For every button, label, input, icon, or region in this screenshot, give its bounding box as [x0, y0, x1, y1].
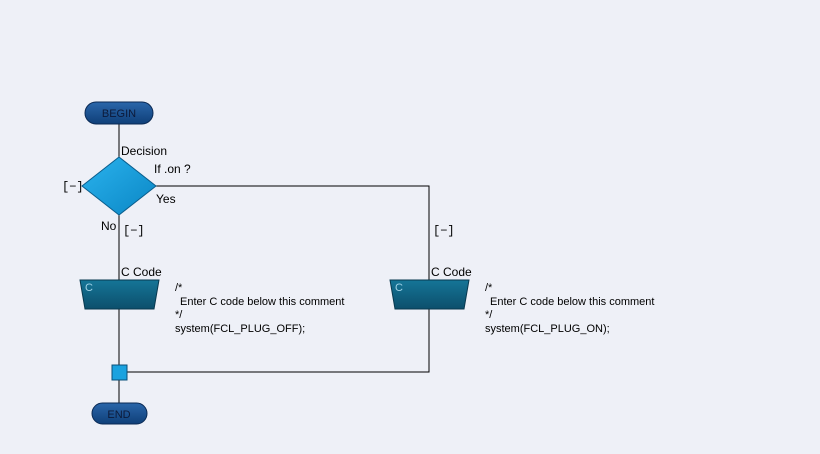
decision-title: Decision — [121, 144, 167, 158]
no-branch-block-label: C — [85, 282, 93, 294]
yes-branch-block-label: C — [395, 282, 403, 294]
no-branch-code-line: Enter C code below this comment — [180, 296, 344, 308]
no-branch-c-code-block[interactable]: C — [79, 279, 160, 310]
yes-branch-code-text: /* Enter C code below this comment */ sy… — [485, 282, 654, 335]
no-branch-code-line: system(FCL_PLUG_OFF); — [175, 323, 305, 335]
yes-branch-c-code-block[interactable]: C — [389, 279, 470, 310]
connector-lines — [118, 124, 430, 403]
yes-branch-code-line: system(FCL_PLUG_ON); — [485, 323, 610, 335]
end-terminal[interactable]: END — [91, 402, 148, 425]
decision-no-label: No — [101, 219, 117, 233]
yes-branch-code-line: /* — [485, 282, 493, 294]
decision-diamond[interactable] — [81, 156, 157, 216]
no-branch-code-text: /* Enter C code below this comment */ sy… — [175, 282, 344, 335]
merge-junction[interactable] — [111, 364, 128, 381]
no-branch-block-title: C Code — [121, 265, 162, 279]
begin-label: BEGIN — [102, 108, 136, 120]
end-label: END — [107, 409, 130, 421]
decision-collapse-toggle[interactable]: [−] — [62, 180, 84, 194]
decision-condition: If .on ? — [154, 162, 191, 176]
no-branch-collapse-toggle[interactable]: [−] — [123, 224, 145, 238]
yes-branch-code-line: Enter C code below this comment — [490, 296, 654, 308]
no-branch-code-line: /* — [175, 282, 183, 294]
yes-branch-block-title: C Code — [431, 265, 472, 279]
yes-branch-collapse-toggle[interactable]: [−] — [433, 224, 455, 238]
begin-terminal[interactable]: BEGIN — [84, 101, 154, 125]
connector-yes-block-junction — [127, 309, 430, 373]
yes-branch-code-line: */ — [485, 309, 493, 321]
no-branch-code-line: */ — [175, 309, 183, 321]
connector-decision-yes-branch — [155, 185, 430, 280]
decision-yes-label: Yes — [156, 192, 176, 206]
